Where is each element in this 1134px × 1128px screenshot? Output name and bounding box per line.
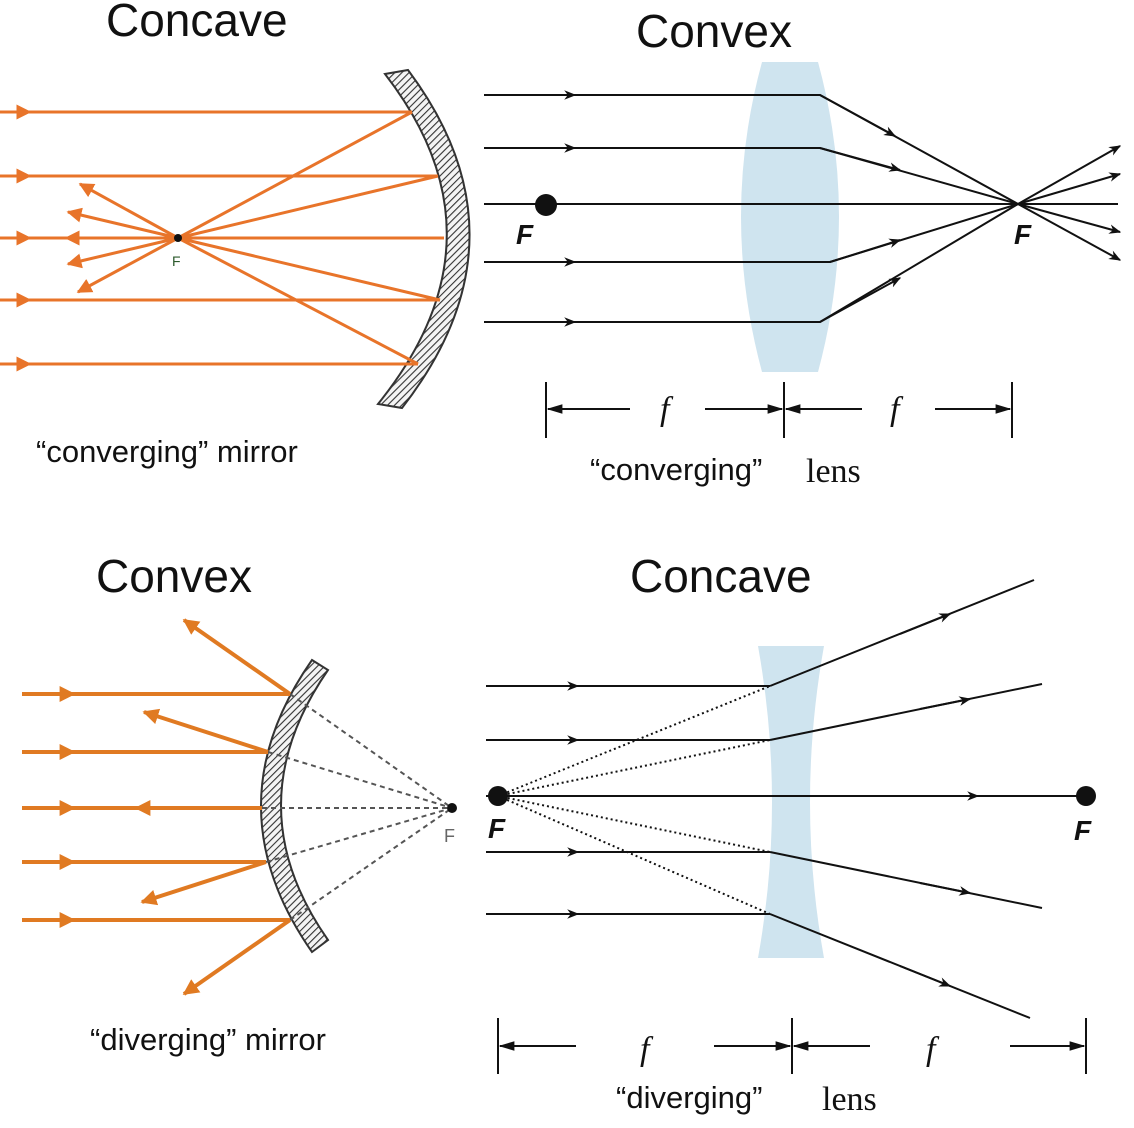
convex-mirror-focal-label: F [444,826,455,846]
lens-arrow-mid-4 [829,238,902,263]
cl-arrow-out-4 [919,882,972,896]
concave-lens-dimensions [497,1018,1087,1074]
cl-virtual-5 [497,795,771,915]
virtual-ray-4 [265,807,453,863]
convex-mirror-title: Convex [96,550,252,602]
concave-lens-title: Concave [630,550,812,602]
convex-mirror-rays [22,618,292,996]
reflected-ray-2 [177,174,439,240]
concave-lens-distance-right: f [926,1031,940,1068]
diverge-ray-4 [66,236,179,269]
convex-lens-panel: Convex F F [484,5,1122,490]
concave-lens-left-focal-point [488,786,508,806]
cl-virtual-4 [497,795,771,853]
convex-lens-right-focal-label: F [1014,219,1032,250]
virtual-ray-2 [267,751,453,809]
reflected-ray-1 [177,110,413,240]
convex-lens-caption-word: lens [806,453,861,490]
concave-lens-shape [758,646,824,958]
concave-lens-distance-left: f [640,1031,654,1068]
concave-mirror-rays [0,104,444,372]
convex-lens-left-focal-point [535,194,557,216]
lens-out-ray-5 [1017,203,1122,261]
convex-lens-left-focal-label: F [516,219,534,250]
concave-lens-right-focal-point [1076,786,1096,806]
cl-ray-out-2 [769,683,1043,741]
cm-reflect-2 [142,708,269,754]
convex-lens-shape [741,62,839,372]
lens-out-ray-1 [1017,145,1122,205]
concave-mirror-focal-label: F [172,253,181,269]
convex-lens-distance-left: f [660,391,674,428]
concave-mirror-surface [376,68,471,410]
convex-mirror-surface [260,658,330,954]
cl-virtual-2 [497,739,771,797]
convex-mirror-virtual-rays [262,693,453,921]
convex-mirror-focal-point [447,803,457,813]
virtual-ray-5 [289,807,453,921]
convex-lens-title: Convex [636,5,792,57]
concave-lens-panel: Concave [486,550,1096,1118]
reflected-ray-5 [177,236,419,366]
convex-lens-rays [484,90,1122,327]
convex-mirror-caption: “diverging” mirror [90,1022,326,1057]
cl-arrow-out-2 [919,696,972,710]
concave-lens-rays [486,579,1088,1019]
cm-reflect-4 [140,860,267,906]
concave-mirror-panel: Concave [0,0,471,469]
diverge-ray-2 [66,207,179,240]
cl-arrow-out-5 [899,965,952,987]
concave-mirror-focal-point [174,234,182,242]
convex-lens-dimensions [545,382,1013,438]
lens-out-ray-2 [1017,172,1122,205]
convex-lens-caption-quoted: “converging” [590,452,762,487]
lens-arrow-mid-1 [819,94,897,137]
concave-lens-caption-word: lens [822,1081,877,1118]
reflected-ray-4 [177,236,441,302]
lens-out-ray-4 [1017,203,1122,234]
convex-lens-distance-right: f [890,391,904,428]
diverge-ray-1 [78,182,179,240]
concave-lens-right-focal-label: F [1074,815,1092,846]
cm-reflect-5 [182,918,292,996]
cl-ray-out-4 [769,851,1043,909]
diverge-ray-5 [76,236,179,294]
lens-arrow-mid-2 [819,147,902,172]
cm-reflect-1 [182,618,292,696]
lens-arrow-mid-5 [819,277,902,323]
cl-arrow-out-1 [899,613,952,635]
concave-lens-left-focal-label: F [488,813,506,844]
concave-lens-virtual-rays [497,685,771,915]
convex-mirror-panel: Convex F [22,550,457,1057]
concave-lens-caption-quoted: “diverging” [616,1080,762,1115]
concave-mirror-caption: “converging” mirror [36,434,298,469]
concave-mirror-title: Concave [106,0,288,46]
virtual-ray-1 [289,693,453,809]
